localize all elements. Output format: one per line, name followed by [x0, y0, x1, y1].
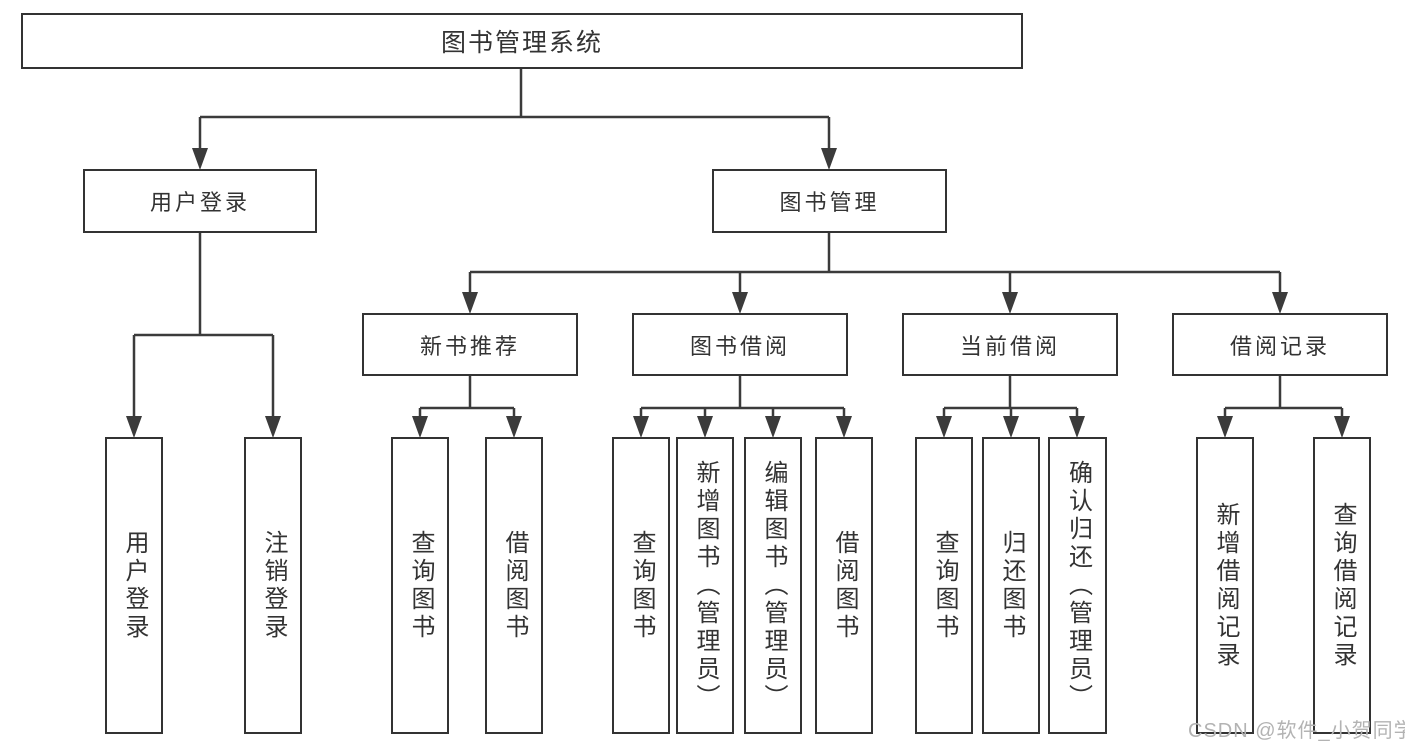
- leaf-borrow-books-borrowing: 借阅图书: [815, 437, 873, 734]
- connector-new-book-subtree: [412, 376, 522, 438]
- leaf-query-books-borrowing: 查询图书: [612, 437, 670, 734]
- arrowhead-icon: [126, 416, 281, 438]
- leaf-logout: 注销登录: [244, 437, 302, 734]
- connector-borrowing-records-subtree: [1217, 376, 1350, 438]
- arrowhead-icon: [412, 416, 522, 438]
- connector-current-borrowing-subtree: [936, 376, 1085, 438]
- node-book-management: 图书管理: [712, 169, 947, 233]
- arrowhead-icon: [936, 416, 1085, 438]
- connector-root-to-level2: [192, 69, 837, 170]
- leaf-add-borrow-record: 新增借阅记录: [1196, 437, 1254, 734]
- leaf-confirm-return-admin: 确认归还（管理员）: [1048, 437, 1107, 734]
- node-current-borrowing: 当前借阅: [902, 313, 1118, 376]
- leaf-borrow-books-recommend: 借阅图书: [485, 437, 543, 734]
- connector-user-login-subtree: [126, 233, 281, 438]
- arrowhead-icon: [633, 416, 852, 438]
- csdn-watermark: CSDN @软件_小贺同学: [1188, 720, 1405, 742]
- node-library-management-system: 图书管理系统: [21, 13, 1023, 69]
- node-borrowing-records: 借阅记录: [1172, 313, 1388, 376]
- leaf-query-books-current: 查询图书: [915, 437, 973, 734]
- node-book-borrowing: 图书借阅: [632, 313, 848, 376]
- leaf-return-books: 归还图书: [982, 437, 1040, 734]
- node-user-login: 用户登录: [83, 169, 317, 233]
- arrowhead-icon: [462, 292, 1288, 314]
- connector-book-management-to-level3: [462, 233, 1288, 314]
- leaf-add-book-admin: 新增图书（管理员）: [676, 437, 734, 734]
- connector-book-borrowing-subtree: [633, 376, 852, 438]
- leaf-query-borrow-record: 查询借阅记录: [1313, 437, 1371, 734]
- arrowhead-icon: [1217, 416, 1350, 438]
- node-new-book-recommendation: 新书推荐: [362, 313, 578, 376]
- leaf-user-login: 用户登录: [105, 437, 163, 734]
- leaf-query-books-recommend: 查询图书: [391, 437, 449, 734]
- arrowhead-icon: [192, 148, 837, 170]
- leaf-edit-book-admin: 编辑图书（管理员）: [744, 437, 802, 734]
